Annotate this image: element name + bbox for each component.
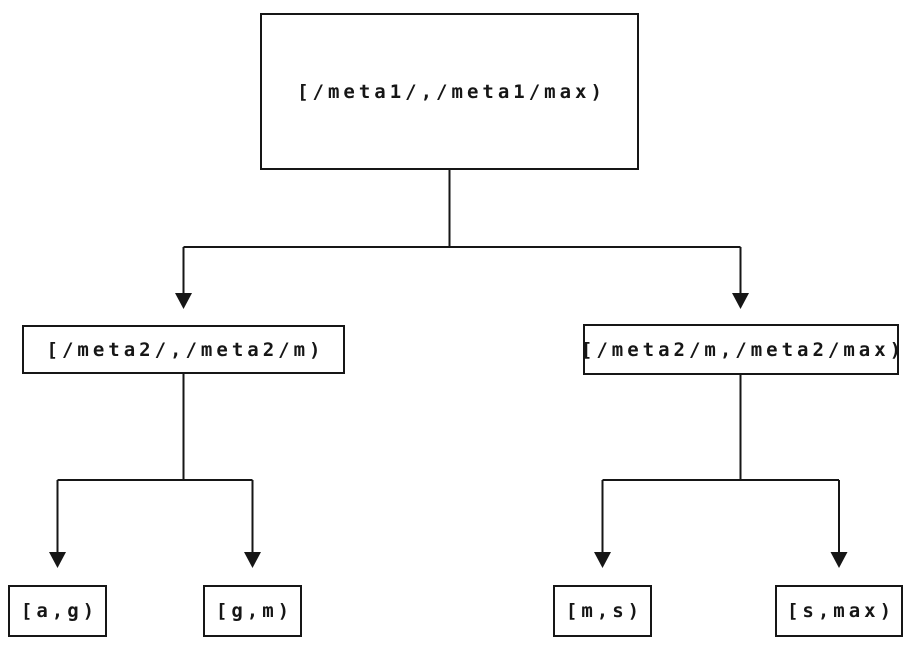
arrowhead-leaf1-icon <box>49 552 66 568</box>
arrowhead-right-icon <box>732 293 749 309</box>
arrowhead-left-icon <box>175 293 192 309</box>
node-right-range: [/meta2/m,/meta2/max) <box>581 324 901 375</box>
node-leaf-g-m: [g,m) <box>203 585 302 637</box>
arrowhead-leaf3-icon <box>594 552 611 568</box>
node-leaf-a-g: [a,g) <box>8 585 107 637</box>
arrowhead-leaf4-icon <box>830 552 848 568</box>
node-leaf-m-s: [m,s) <box>553 585 652 637</box>
node-leaf-s-max: [s,max) <box>775 585 903 637</box>
node-root-range: [/meta1/,/meta1/max) <box>260 13 639 170</box>
arrowhead-leaf2-icon <box>244 552 261 568</box>
node-left-range: [/meta2/,/meta2/m) <box>22 325 345 374</box>
